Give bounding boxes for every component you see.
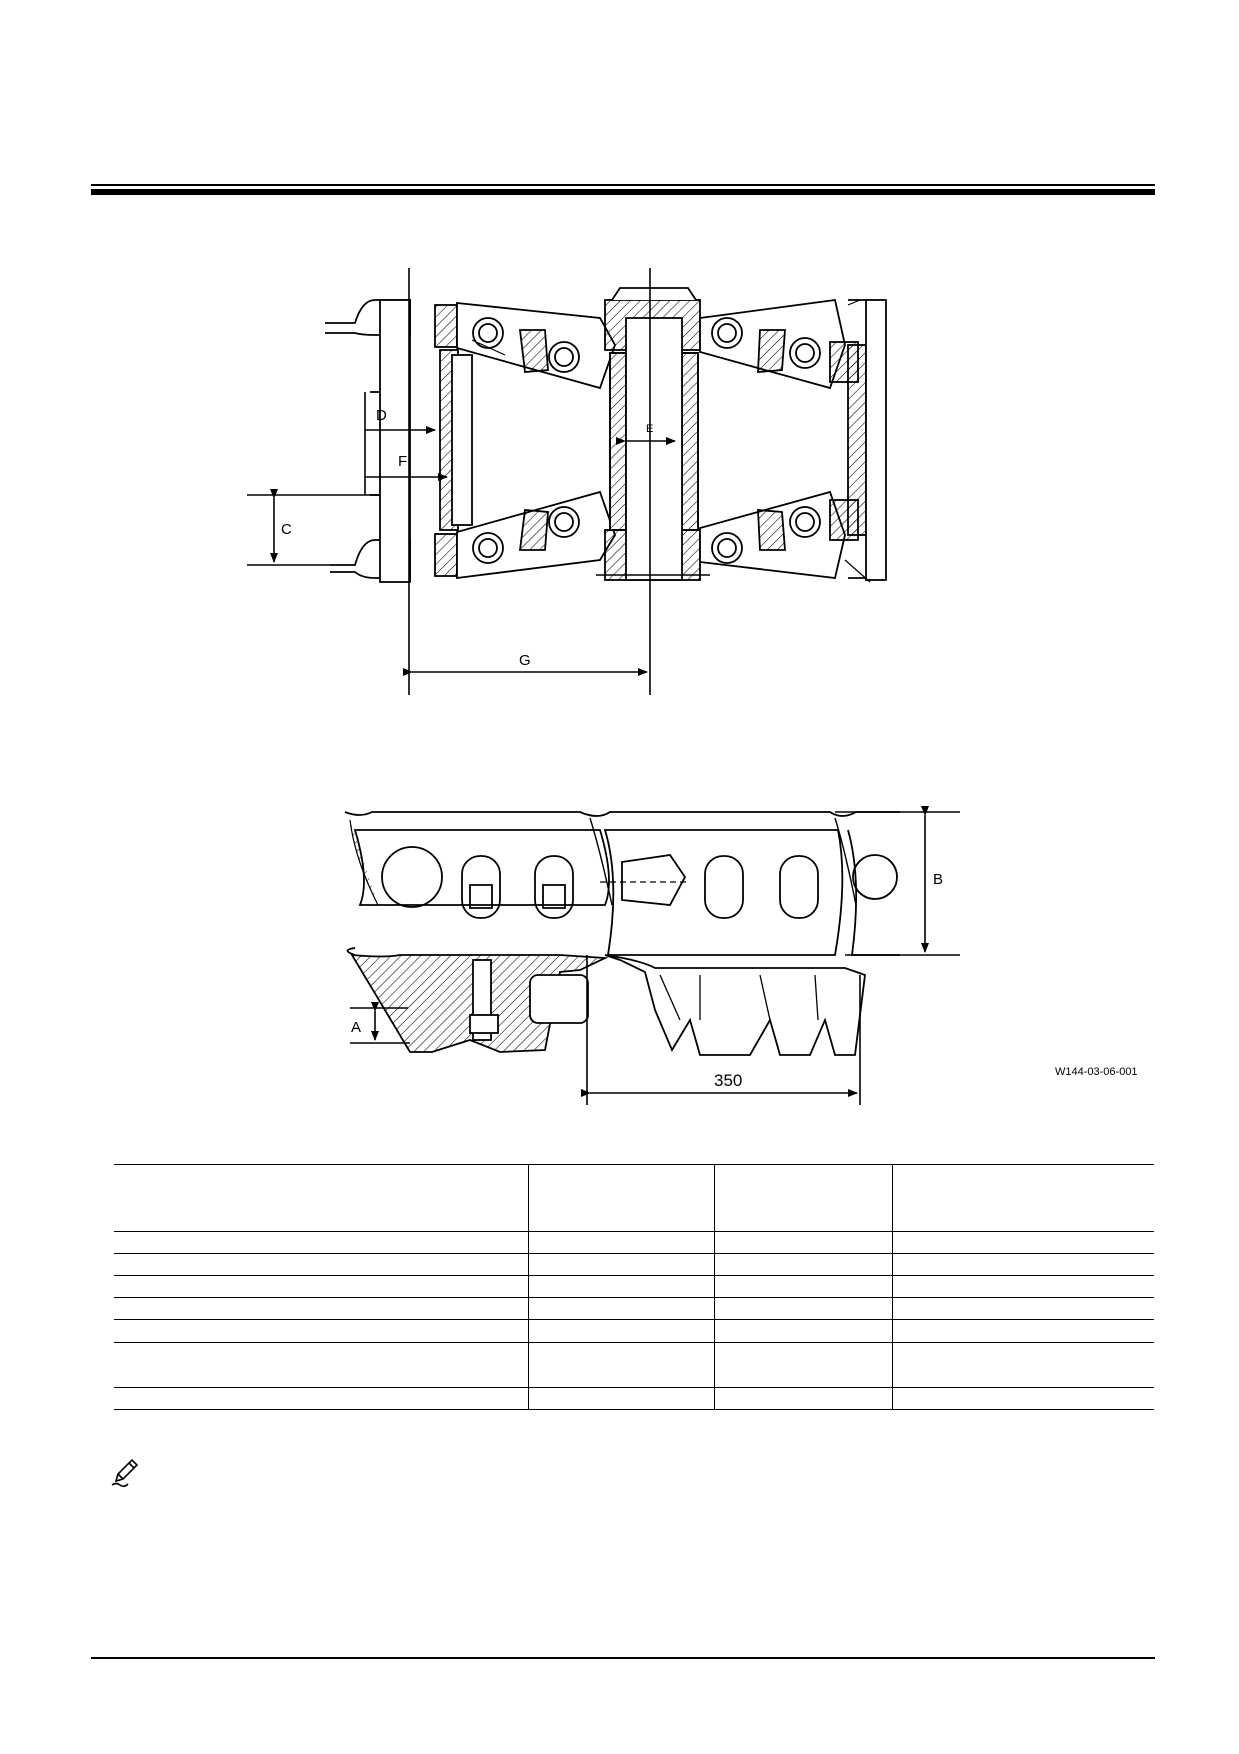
- table-cell: [114, 1275, 529, 1298]
- table-cell: [528, 1319, 715, 1343]
- table-cell: [528, 1231, 715, 1254]
- table-cell: [892, 1319, 1154, 1343]
- table-cell: [528, 1342, 715, 1388]
- table-cell: [528, 1297, 715, 1320]
- table-cell: [714, 1387, 893, 1410]
- top-view: [325, 287, 887, 583]
- table-row: [114, 1387, 1154, 1410]
- table-row: [114, 1319, 1154, 1343]
- table-row: [114, 1342, 1154, 1388]
- table-row: [114, 1253, 1154, 1276]
- table-cell: [714, 1342, 893, 1388]
- table-cell: [714, 1275, 893, 1298]
- table-cell: [714, 1231, 893, 1254]
- table-cell: [528, 1387, 715, 1410]
- table-cell: [114, 1253, 529, 1276]
- table-cell: [892, 1231, 1154, 1254]
- label-A: A: [351, 1019, 361, 1036]
- table-cell: [114, 1342, 529, 1388]
- figure-code: W144-03-06-001: [1055, 1066, 1138, 1078]
- pencil-note-icon: [111, 1458, 139, 1488]
- table-cell: [892, 1387, 1154, 1410]
- table-cell: [714, 1164, 893, 1232]
- table-cell: [892, 1164, 1154, 1232]
- table-cell: [892, 1253, 1154, 1276]
- header-rule: [91, 184, 1155, 195]
- label-E: E: [646, 423, 653, 435]
- table-row: [114, 1231, 1154, 1254]
- table-cell: [114, 1164, 529, 1232]
- spec-table: [114, 1164, 1154, 1410]
- label-pitch: 350: [714, 1071, 742, 1090]
- footer-rule: [91, 1657, 1155, 1659]
- table-cell: [528, 1164, 715, 1232]
- label-D: D: [376, 407, 387, 424]
- table-cell: [114, 1387, 529, 1410]
- table-cell: [714, 1297, 893, 1320]
- table-cell: [714, 1253, 893, 1276]
- table-cell: [714, 1319, 893, 1343]
- table-cell: [892, 1342, 1154, 1388]
- side-view-dimensions: [350, 806, 960, 1105]
- label-B: B: [933, 871, 943, 888]
- table-cell: [114, 1297, 529, 1320]
- table-cell: [892, 1275, 1154, 1298]
- table-cell: [114, 1231, 529, 1254]
- table-row: [114, 1164, 1154, 1232]
- table-cell: [528, 1275, 715, 1298]
- top-view-dimensions: [247, 268, 676, 695]
- label-F: F: [398, 453, 407, 470]
- table-cell: [114, 1319, 529, 1343]
- side-view: [344, 811, 900, 1056]
- table-row: [114, 1275, 1154, 1298]
- label-C: C: [281, 521, 292, 538]
- label-G: G: [519, 652, 531, 669]
- table-row: [114, 1297, 1154, 1320]
- table-cell: [528, 1253, 715, 1276]
- table-cell: [892, 1297, 1154, 1320]
